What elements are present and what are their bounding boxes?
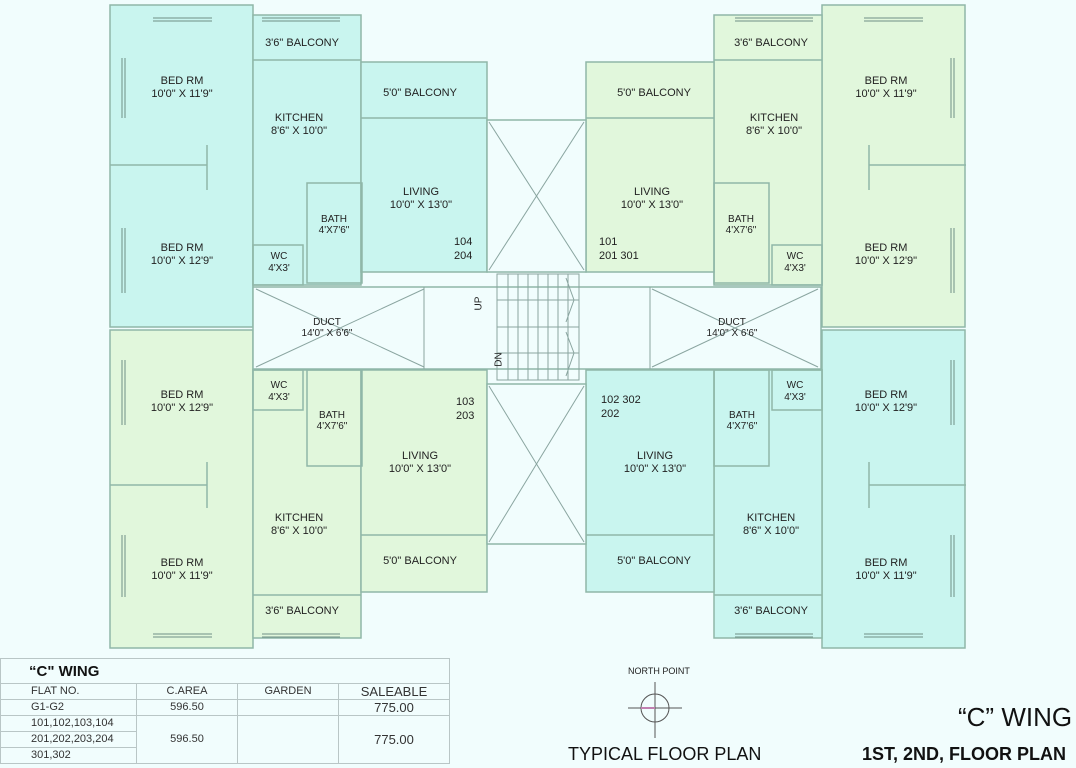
table-title: “C" WING	[0, 658, 450, 684]
floor-plan-title: 1ST, 2ND, FLOOR PLAN	[862, 744, 1067, 764]
area-table: “C" WING FLAT NO. C.AREA GARDEN SALEABLE…	[0, 658, 450, 764]
north-point-label: NORTH POINT	[628, 666, 690, 676]
header-saleable: SALEABLE	[338, 683, 450, 700]
typical-floor-plan-title: TYPICAL FLOOR PLAN	[568, 744, 762, 764]
staircase	[496, 273, 580, 381]
room-balcony: 5'0" BALCONY	[617, 555, 691, 567]
stair-down-label: DN	[493, 352, 505, 367]
cell-flat: 301,302	[0, 747, 137, 764]
room-balcony: 3'6" BALCONY	[265, 605, 339, 617]
room-balcony: 3'6" BALCONY	[265, 37, 339, 49]
flat-bottom-left	[109, 329, 488, 649]
floor-plan-drawing	[109, 4, 966, 649]
cell-flat: G1-G2	[0, 699, 137, 716]
cell-carea: 596.50	[136, 699, 238, 716]
flat-top-right	[585, 4, 966, 328]
cell-garden	[237, 715, 339, 764]
cell-garden	[237, 699, 339, 716]
cell-flat: 201,202,203,204	[0, 731, 137, 748]
stair-up-label: UP	[473, 296, 485, 311]
table-header-row: FLAT NO. C.AREA GARDEN SALEABLE	[0, 683, 450, 700]
room-balcony: 5'0" BALCONY	[383, 555, 457, 567]
room-balcony: 3'6" BALCONY	[734, 37, 808, 49]
header-flat-no: FLAT NO.	[0, 683, 137, 700]
header-garden: GARDEN	[237, 683, 339, 700]
cell-carea: 596.50	[136, 715, 238, 764]
room-balcony: 3'6" BALCONY	[734, 605, 808, 617]
central-core	[252, 119, 822, 545]
cell-saleable: 775.00	[338, 715, 450, 764]
room-balcony: 5'0" BALCONY	[617, 87, 691, 99]
flat-bottom-right	[585, 329, 966, 649]
table-row: 101,102,103,104 596.50 775.00	[0, 715, 450, 764]
header-carea: C.AREA	[136, 683, 238, 700]
cell-saleable: 775.00	[338, 699, 450, 716]
cell-flat: 101,102,103,104	[0, 715, 137, 732]
room-balcony: 5'0" BALCONY	[383, 87, 457, 99]
north-point-icon	[628, 682, 682, 738]
table-row: G1-G2 596.50 775.00	[0, 699, 450, 716]
flat-top-left	[109, 4, 488, 328]
wing-title: “C” WING	[958, 702, 1073, 732]
